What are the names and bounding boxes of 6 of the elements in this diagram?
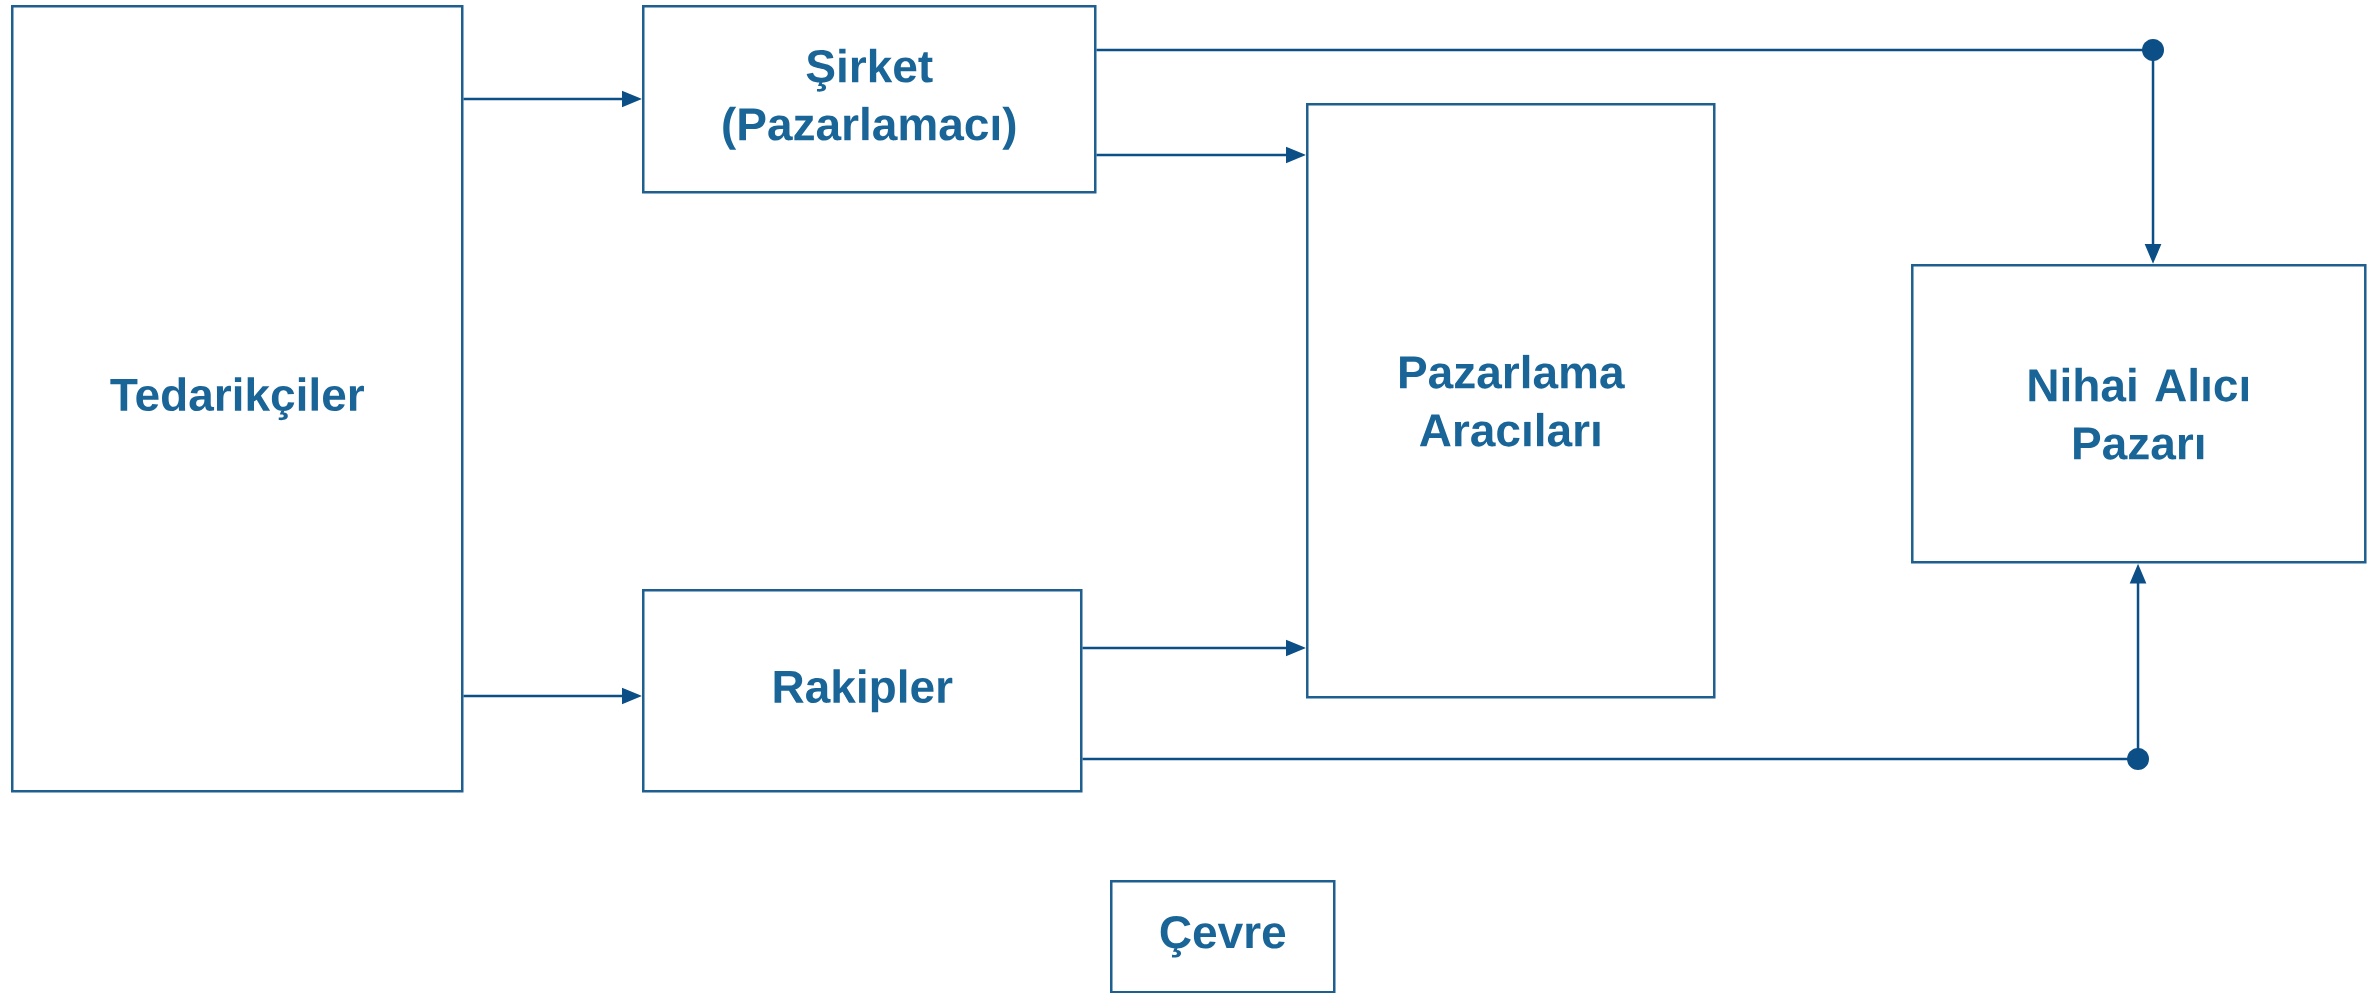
text-box: Pazarlama Aracıları [1306,103,1716,699]
text-box: Şirket (Pazarlamacı) [642,5,1097,194]
text-box: Çevre [1110,880,1336,993]
text-box: Nihai Alıcı Pazarı [1911,264,2367,564]
text-box: Tedarikçiler [11,5,464,793]
text-box: Rakipler [642,589,1083,793]
